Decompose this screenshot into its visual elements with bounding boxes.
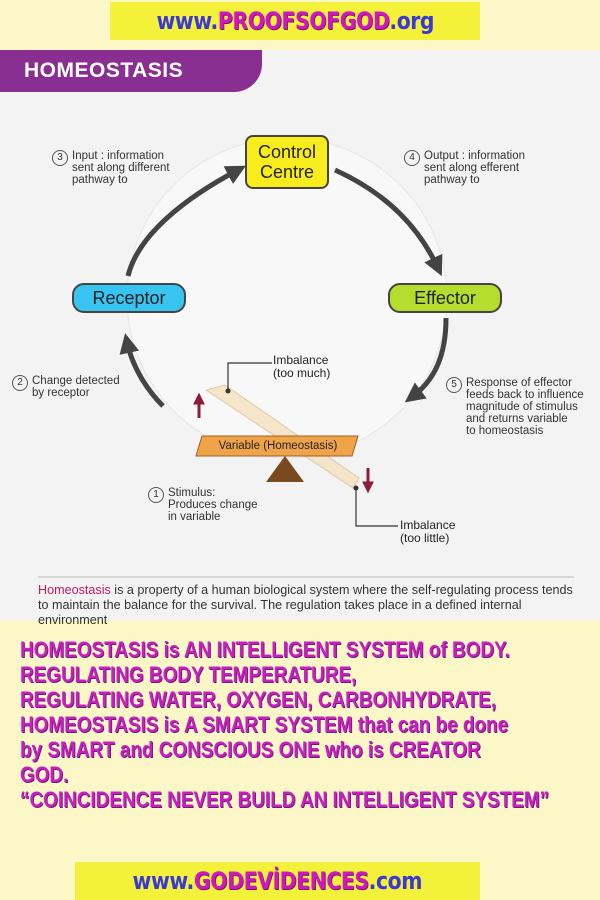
leader-too-little	[355, 488, 398, 527]
receptor-node: Receptor	[72, 283, 186, 313]
message-line: HOMEOSTASIS is AN INTELLIGENT SYSTEM of …	[20, 637, 510, 662]
effector-node: Effector	[388, 283, 502, 313]
step-2: 2 Change detected by receptor	[12, 375, 120, 399]
description-highlight: Homeostasis	[38, 583, 111, 597]
bottom-url-banner: www.GODEVİDENCES.com	[75, 862, 480, 900]
bottom-url[interactable]: www.GODEVİDENCES.com	[132, 862, 423, 900]
leader-too-much	[227, 362, 272, 391]
url-prefix: www.	[156, 7, 218, 35]
arrow-effector-to-balance	[404, 317, 449, 403]
arrow-control-to-effector	[333, 167, 443, 277]
control-centre-node: Control Centre	[245, 135, 329, 189]
diagram-title: HOMEOSTASIS	[0, 50, 262, 92]
step-number: 5	[446, 377, 462, 393]
variable-plank	[195, 435, 359, 457]
step-text: Input : information sent along different…	[72, 150, 170, 186]
imbalance-too-much-label: Imbalance (too much)	[273, 353, 331, 380]
step-number: 1	[148, 487, 164, 503]
step-4: 4 Output : information sent along effere…	[404, 150, 525, 186]
step-text: Change detected by receptor	[32, 375, 120, 399]
fulcrum	[266, 456, 304, 482]
control-centre-label: Control Centre	[257, 142, 317, 182]
top-url[interactable]: www.PROOFSOFGOD.org	[156, 2, 434, 40]
step-text: Stimulus: Produces change in variable	[168, 487, 258, 523]
imbalance-too-little-label: Imbalance (too little)	[400, 518, 456, 545]
message-block: HOMEOSTASIS is AN INTELLIGENT SYSTEM of …	[20, 637, 595, 812]
step-1: 1 Stimulus: Produces change in variable	[148, 487, 258, 523]
url-brand: GODEVİDENCES	[194, 867, 369, 895]
url-prefix: www.	[132, 867, 195, 895]
message-line: REGULATING BODY TEMPERATURE,	[20, 662, 357, 687]
top-url-banner: www.PROOFSOFGOD.org	[110, 2, 480, 40]
message-line: GOD.	[20, 762, 69, 787]
message-line: REGULATING WATER, OXYGEN, CARBONHYDRATE,	[20, 687, 497, 712]
homeostasis-description: Homeostasis is a property of a human bio…	[38, 583, 578, 628]
description-text: is a property of a human biological syst…	[38, 583, 573, 627]
message-line: “COINCIDENCE NEVER BUILD AN INTELLIGENT …	[20, 787, 550, 812]
receptor-label: Receptor	[92, 287, 166, 308]
effector-label: Effector	[414, 287, 476, 308]
step-number: 3	[52, 150, 68, 166]
step-5: 5 Response of effector feeds back to inf…	[446, 377, 584, 437]
step-number: 2	[12, 375, 28, 391]
variable-label: Variable (Homeostasis)	[218, 440, 338, 452]
arrow-balance-to-receptor	[119, 333, 165, 408]
leader-dot-little	[353, 485, 359, 491]
homeostasis-panel: HOMEOSTASIS	[0, 50, 600, 627]
url-brand: PROOFSOFGOD	[217, 7, 390, 35]
message-line: by SMART and CONSCIOUS ONE who is CREATO…	[20, 737, 481, 762]
url-suffix: .com	[368, 867, 423, 895]
step-3: 3 Input : information sent along differe…	[52, 150, 170, 186]
url-suffix: .org	[389, 7, 434, 35]
cycle-diagram	[38, 137, 574, 578]
arrow-receptor-to-control	[125, 165, 246, 277]
leader-dot-much	[225, 388, 231, 394]
step-number: 4	[404, 150, 420, 166]
message-line: HOMEOSTASIS is A SMART SYSTEM that can b…	[20, 712, 509, 737]
step-text: Response of effector feeds back to influ…	[466, 377, 584, 437]
step-text: Output : information sent along efferent…	[424, 150, 525, 186]
